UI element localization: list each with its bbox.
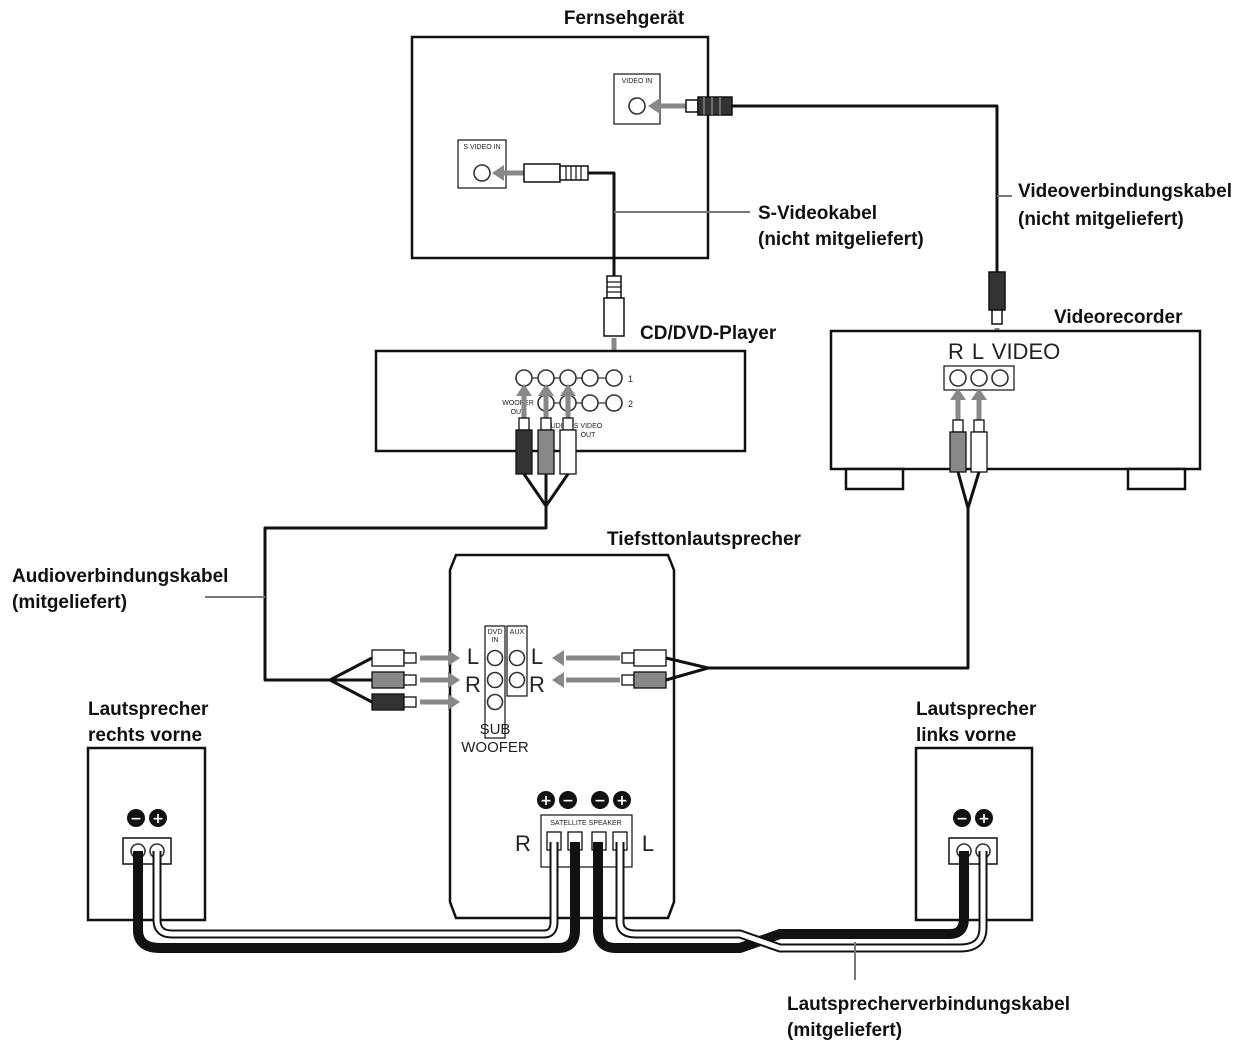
speaker-left-front-box bbox=[914, 746, 1034, 922]
sub-sub-2: WOOFER bbox=[461, 739, 529, 756]
sub-speaker-panel bbox=[540, 814, 633, 868]
svg-text:−: − bbox=[130, 811, 142, 827]
dvd-woofer-out-1: WOOFER bbox=[502, 400, 534, 407]
video-cable-label-1: Videoverbindungskabel bbox=[1018, 181, 1232, 202]
video-plug-tv bbox=[685, 96, 733, 116]
speaker-right-label-2: rechts vorne bbox=[88, 725, 202, 746]
sub-r-right: R bbox=[529, 672, 545, 697]
sub-left-arrows bbox=[420, 650, 460, 710]
dvd-player-label: CD/DVD-Player bbox=[640, 323, 777, 344]
sub-r-left: R bbox=[465, 672, 481, 697]
audio-cable-dvd bbox=[263, 473, 570, 682]
video-plug-vcr bbox=[988, 271, 1006, 325]
vcr-l: L bbox=[972, 339, 984, 364]
subwoofer-label: Tiefsttonlautsprecher bbox=[607, 529, 802, 550]
svideo-plug-tv bbox=[523, 163, 589, 183]
sub-l-left: L bbox=[467, 644, 479, 669]
arrow-svideo-in-head bbox=[492, 165, 504, 181]
vcr-video: VIDEO bbox=[992, 339, 1060, 364]
sub-left-cable-split bbox=[329, 656, 373, 704]
svideo-plug-dvd bbox=[603, 275, 625, 337]
sub-dvd-in-1: DVD bbox=[488, 629, 503, 636]
vcr-label: Videorecorder bbox=[1054, 307, 1183, 328]
dvd-jack-panel bbox=[515, 369, 623, 412]
vcr-foot-right bbox=[1126, 467, 1187, 491]
sub-right-arrows bbox=[552, 650, 620, 688]
sub-satellite-speaker: SATELLITE SPEAKER bbox=[550, 820, 621, 827]
svg-text:−: − bbox=[956, 811, 968, 827]
audio-cable-vcr bbox=[708, 471, 981, 670]
arrow-video-in-head bbox=[648, 98, 660, 114]
dvd-svideo-out-1: S VIDEO bbox=[574, 423, 603, 430]
svideo-cable bbox=[588, 171, 616, 276]
speaker-right-label-1: Lautsprecher bbox=[88, 699, 209, 720]
dvd-audio-plugs bbox=[515, 417, 577, 475]
speaker-left-label-1: Lautsprecher bbox=[916, 699, 1037, 720]
speaker-cable-label-1: Lautsprecherverbindungskabel bbox=[787, 994, 1070, 1015]
vcr-foot-left bbox=[844, 467, 905, 491]
sub-right-cable-split bbox=[665, 656, 709, 682]
dvd-row2: 2 bbox=[628, 399, 633, 409]
sub-r: R bbox=[515, 831, 531, 856]
vcr-jack-video bbox=[991, 369, 1009, 387]
speaker-cable-right bbox=[133, 842, 580, 953]
svg-text:+: + bbox=[616, 793, 628, 809]
video-cable-label-2: (nicht mitgeliefert) bbox=[1018, 209, 1184, 230]
dvd-row1: 1 bbox=[628, 374, 633, 384]
dvd-audio-out: AUDIO bbox=[546, 423, 569, 430]
dvd-svideo-out-2: OUT bbox=[581, 432, 597, 439]
tv-video-in-text: VIDEO IN bbox=[622, 78, 653, 85]
vcr-jack-r bbox=[949, 369, 967, 387]
tv-svideo-in-text: S VIDEO IN bbox=[463, 144, 500, 151]
sub-l-right: L bbox=[531, 644, 543, 669]
svg-text:+: + bbox=[978, 811, 990, 827]
dvd-audio-arrows bbox=[516, 384, 576, 418]
sub-dvd-in-panel bbox=[484, 625, 506, 739]
tv-box bbox=[410, 35, 710, 260]
audio-cable-label-2: (mitgeliefert) bbox=[12, 592, 127, 613]
sub-terminal-symbols: + − − + bbox=[537, 791, 631, 809]
tv-video-in-jack bbox=[628, 97, 646, 115]
sub-aux: AUX bbox=[510, 629, 525, 636]
speaker-cable-left bbox=[593, 842, 988, 953]
sub-sub-1: SUB bbox=[480, 721, 511, 738]
sub-left-plugs bbox=[371, 649, 417, 711]
tv-svideo-in-panel bbox=[457, 139, 507, 189]
svideo-cable-label-2: (nicht mitgeliefert) bbox=[758, 229, 924, 250]
sub-dvd-in-2: IN bbox=[492, 637, 499, 644]
vcr-jack-l bbox=[970, 369, 988, 387]
vcr-r: R bbox=[948, 339, 964, 364]
speaker-right-front-box bbox=[86, 746, 207, 922]
speaker-cable-label-2: (mitgeliefert) bbox=[787, 1020, 902, 1041]
sub-aux-panel bbox=[506, 625, 528, 697]
tv-label: Fernsehgerät bbox=[564, 8, 685, 29]
svg-text:+: + bbox=[152, 811, 164, 827]
vcr-audio-arrows bbox=[950, 388, 987, 420]
sub-input-jacks bbox=[486, 649, 526, 711]
tv-svideo-in-jack bbox=[473, 164, 491, 182]
video-cable bbox=[732, 104, 999, 272]
audio-cable-label-1: Audioverbindungskabel bbox=[12, 566, 228, 587]
dvd-woofer-out-2: OUT bbox=[511, 409, 527, 416]
vcr-box bbox=[829, 329, 1202, 471]
svg-text:−: − bbox=[594, 793, 606, 809]
svideo-cable-label-1: S-Videokabel bbox=[758, 203, 877, 224]
sub-l: L bbox=[642, 831, 654, 856]
svg-text:+: + bbox=[540, 793, 552, 809]
svg-text:−: − bbox=[562, 793, 574, 809]
speaker-left-label-2: links vorne bbox=[916, 725, 1016, 746]
